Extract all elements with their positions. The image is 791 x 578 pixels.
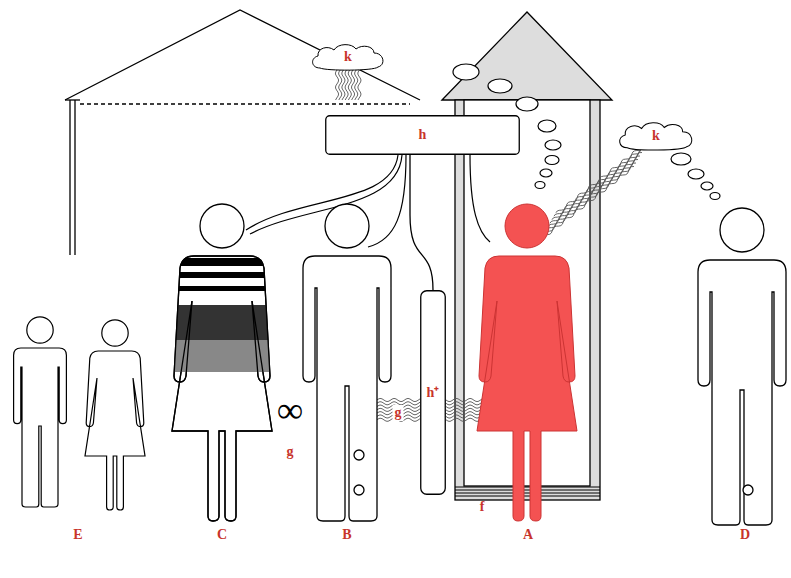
node-label: h⁺ [427,386,440,400]
connector [410,155,433,290]
person-d [698,208,786,525]
person-letter: B [340,527,353,543]
node-label: k [344,50,352,64]
wavy-line [548,156,640,227]
wavy-line [556,142,648,213]
wavy-line [351,70,354,100]
cloud-node: k [615,120,697,152]
person-e-female [85,320,145,510]
wavy-line [550,153,642,224]
node-label: k [652,129,660,143]
person-b [303,204,391,521]
wavy-line [342,70,345,100]
wavy-line [544,163,636,234]
callout-letter: f [478,499,487,515]
person-a [477,204,577,521]
wavy-line [358,70,361,100]
callout-letter: g [285,444,296,460]
wavy-line [339,70,342,100]
person-letter: A [521,527,535,543]
wavy-line [542,167,634,238]
wavy-line [355,70,358,100]
person-letter: C [215,527,229,543]
node-label: h [419,128,427,142]
wavy-line [552,149,644,220]
column-box: h⁺ [420,290,446,495]
cloud-node: k [308,42,388,72]
wavy-line [546,160,638,231]
person-e-male [14,317,67,507]
wavy-line [335,70,338,100]
person-c [160,204,290,521]
wavy-line [345,70,348,100]
wavy-line [348,70,351,100]
person-letter: D [738,527,752,543]
link-curves [246,155,490,247]
callout-letter: g [393,405,404,421]
person-letter: E [71,527,84,543]
wavy-line [554,146,646,217]
floor-lines [455,487,600,496]
bar-box: h [325,115,520,155]
infinity-symbol: ∞ [275,391,305,429]
